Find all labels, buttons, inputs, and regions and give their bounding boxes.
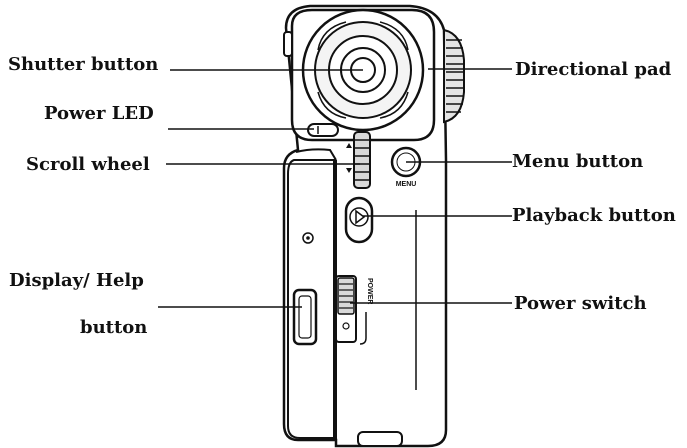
play-icon — [355, 209, 366, 225]
power-led-part — [307, 123, 339, 137]
label-shutter-button: Shutter button — [8, 54, 159, 75]
front-panel-curve — [295, 148, 337, 161]
power-engraving: POWER — [366, 278, 373, 304]
label-power-led: Power LED — [44, 103, 154, 124]
power-switch-ridges — [339, 283, 353, 309]
label-scroll-wheel: Scroll wheel — [26, 154, 150, 175]
label-power-switch: Power switch — [514, 293, 647, 314]
label-playback-button: Playback button — [512, 205, 676, 226]
display-help-button-inset — [298, 295, 312, 339]
panel-screw-core — [306, 236, 310, 240]
label-menu-button: Menu button — [512, 151, 644, 172]
power-switch-dot — [342, 322, 350, 330]
power-switch-arrow — [359, 312, 367, 345]
leader-lines — [158, 68, 512, 308]
bottom-foot — [357, 431, 403, 447]
directional-pad-ridges — [446, 39, 464, 113]
label-directional-pad: Directional pad — [515, 59, 672, 80]
lens-petal-shadow — [317, 21, 409, 119]
label-display-help-line1: Display/ Help — [9, 270, 144, 291]
directional-pad-knob — [443, 28, 465, 124]
menu-engraving: MENU — [396, 181, 417, 188]
shutter-button-part — [283, 31, 293, 57]
scroll-wheel-part — [353, 131, 371, 189]
label-display-help-line2: button — [80, 317, 148, 338]
